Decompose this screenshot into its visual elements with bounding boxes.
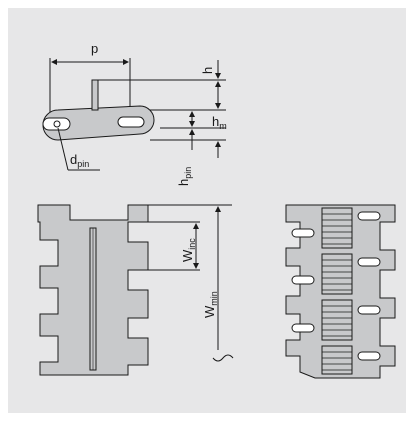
width-min-label: Wmin	[202, 291, 219, 318]
chain-assembly-view	[285, 204, 396, 379]
link-top-view	[37, 204, 149, 376]
height-m-label: hm	[212, 114, 227, 131]
chain-hatch-lines	[322, 213, 352, 371]
link-side-view	[42, 58, 155, 141]
height-dimension	[98, 60, 226, 158]
height-label: h	[200, 67, 215, 74]
pitch-label: p	[91, 41, 98, 56]
pin-diameter-leader	[57, 127, 100, 171]
pin-height-label: hpin	[176, 167, 193, 186]
width-dimensions	[130, 204, 234, 362]
pin-diameter-label: dpin	[70, 152, 89, 169]
width-increment-label: Winc	[180, 238, 197, 262]
